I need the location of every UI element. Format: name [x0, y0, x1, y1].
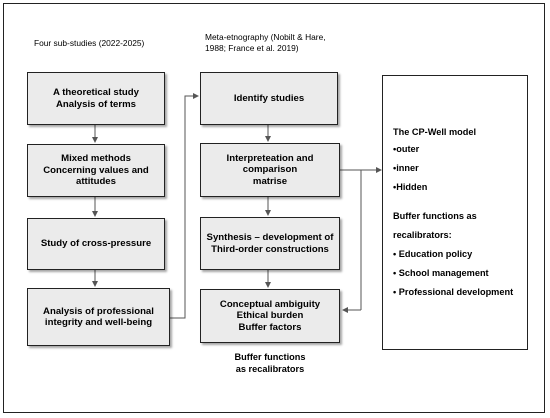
box-identify-studies: Identify studies — [200, 72, 338, 125]
buffer-item-professional-development: • Professional development — [393, 287, 514, 297]
arrow-feedback — [170, 93, 199, 319]
model-level-hidden: •Hidden — [393, 182, 428, 192]
box-conceptual-ambiguity: Conceptual ambiguity Ethical burden Buff… — [200, 289, 340, 343]
model-title: The CP-Well model — [393, 127, 477, 137]
buffer-item-school-management: • School management — [393, 268, 489, 278]
bottom-caption: Buffer functions as recalibrators — [234, 352, 306, 374]
model-level-inner: •inner — [393, 163, 419, 173]
left-column-header: Four sub-studies (2022-2025) — [34, 38, 145, 48]
mid-header-line-2: 1988; France et al. 2019) — [205, 43, 299, 53]
box-professional-integrity: Analysis of professional integrity and w… — [27, 288, 170, 346]
model-level-outer: •outer — [393, 144, 420, 154]
mid-column-header: Meta-etnography (Nobilt & Hare, 1988; Fr… — [205, 32, 326, 54]
buffer-item-education-policy: • Education policy — [393, 249, 473, 259]
box-mixed-methods: Mixed methods Concerning values and atti… — [27, 144, 165, 197]
mid-header-line-1: Meta-etnography (Nobilt & Hare, — [205, 32, 326, 42]
box-cross-pressure: Study of cross-pressure — [27, 218, 165, 270]
buffer-title: Buffer functions as recalibrators: — [393, 211, 477, 240]
box-interpretation: Interpreteation and comparison matrise — [200, 143, 340, 197]
box-theoretical-study: A theoretical study Analysis of terms — [27, 72, 165, 125]
cp-well-model-box: The CP-Well model •outer •inner •Hidden … — [382, 75, 528, 350]
box-synthesis: Synthesis – development of Third-order c… — [200, 217, 340, 270]
